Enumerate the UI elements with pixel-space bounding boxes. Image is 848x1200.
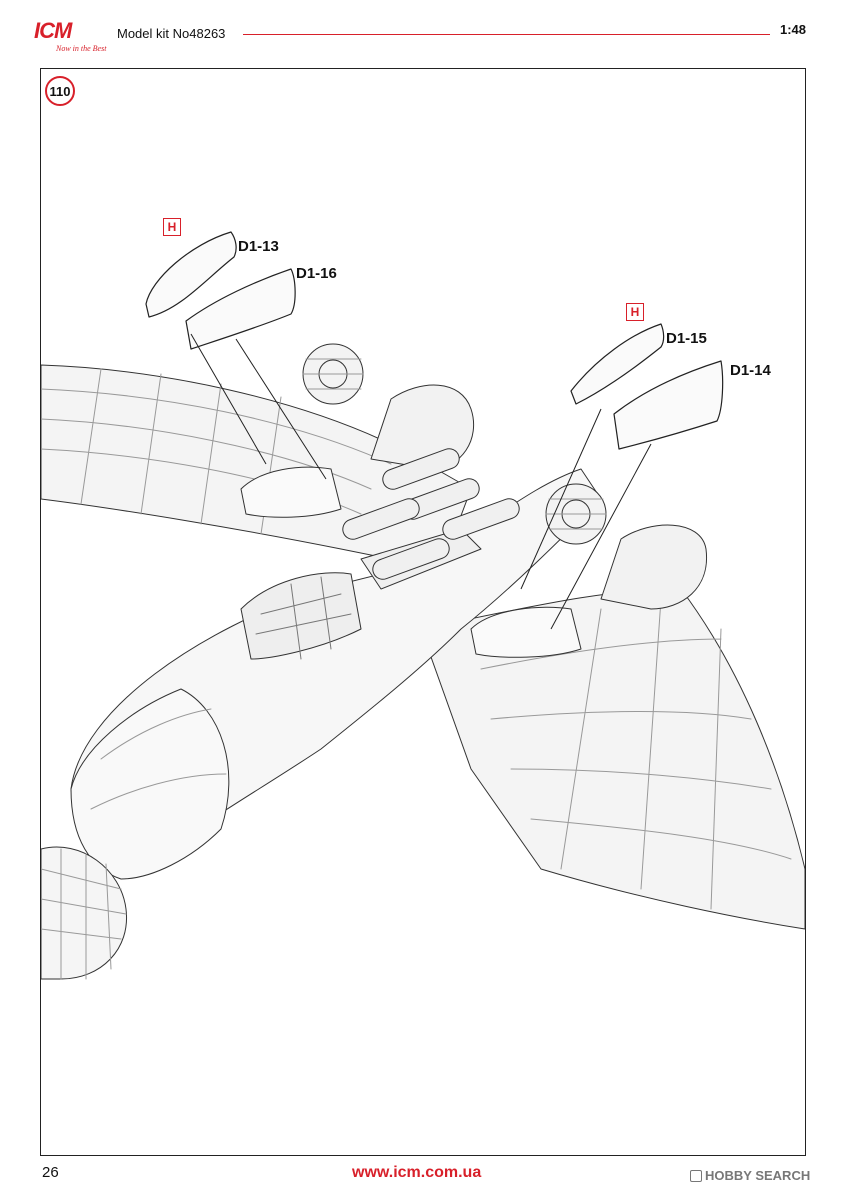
part-label-d1-14: D1-14 [730, 362, 771, 379]
hobby-search-icon [690, 1170, 702, 1182]
cockpit-canopy [240, 572, 362, 660]
door-d1-13 [145, 231, 237, 318]
left-wheel-well [240, 466, 342, 518]
right-wing-panel-lines [480, 598, 792, 910]
aircraft-illustration [41, 231, 805, 980]
step-number: 110 [45, 76, 75, 106]
door-d1-15 [570, 323, 665, 405]
kit-title: Model kit No48263 [117, 26, 226, 41]
page-number: 26 [42, 1164, 59, 1181]
guide-line-d1-13 [190, 333, 267, 465]
scale-label: 1:48 [780, 22, 807, 37]
door-d1-16 [185, 268, 296, 350]
guide-line-d1-15 [520, 408, 602, 590]
logo-text: ICM [34, 18, 72, 43]
watermark-text: HOBBY SEARCH [705, 1168, 811, 1183]
guide-line-d1-14 [550, 443, 652, 630]
clear-part-badge: H [626, 303, 644, 321]
header-divider [243, 34, 770, 35]
guide-line-d1-16 [235, 338, 327, 480]
right-wheel-well [470, 606, 582, 658]
watermark: HOBBY SEARCH [690, 1168, 810, 1183]
door-d1-14 [613, 360, 724, 450]
part-label-d1-13: D1-13 [238, 238, 279, 255]
part-label-d1-16: D1-16 [296, 265, 337, 282]
right-engine-nacelle [600, 524, 708, 610]
tailplane [41, 846, 128, 980]
website-link[interactable]: www.icm.com.ua [352, 1164, 482, 1181]
bomb-load [342, 448, 520, 580]
right-wing [420, 588, 805, 930]
left-wing-panel-lines [41, 368, 392, 535]
logo-tagline: Now in the Best [56, 44, 107, 53]
part-label-d1-15: D1-15 [666, 330, 707, 347]
icm-logo: ICM Now in the Best [34, 18, 108, 58]
clear-part-badge: H [163, 218, 181, 236]
fuselage-nose [70, 688, 230, 880]
instruction-frame [40, 68, 806, 1156]
